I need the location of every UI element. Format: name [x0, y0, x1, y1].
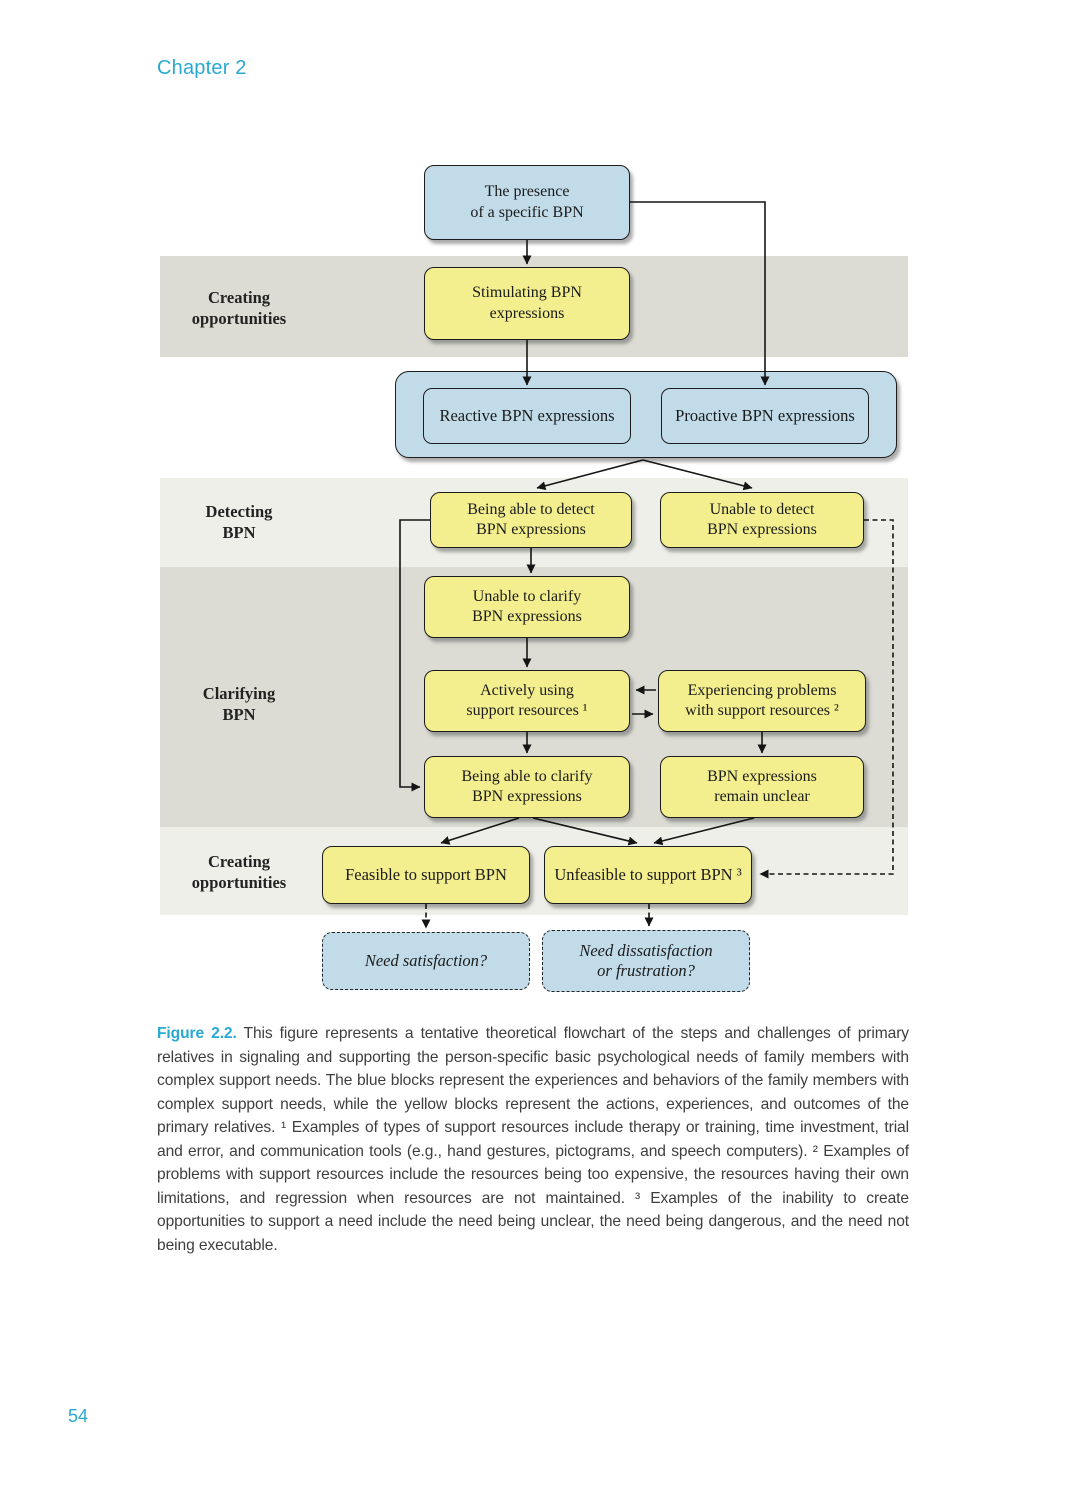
band-label-detecting-bpn: Detecting BPN	[205, 502, 273, 542]
node-actively-using-support-resources: Actively using support resources ¹	[424, 670, 630, 732]
node-stimulating-bpn-expressions: Stimulating BPN expressions	[424, 267, 630, 340]
node-bpn-expressions-remain-unclear: BPN expressions remain unclear	[660, 756, 864, 818]
node-unfeasible-to-support-bpn: Unfeasible to support BPN ³	[544, 846, 752, 904]
node-being-able-to-clarify: Being able to clarify BPN expressions	[424, 756, 630, 818]
node-reactive-bpn-expressions: Reactive BPN expressions	[423, 388, 631, 444]
page-number: 54	[68, 1406, 89, 1426]
node-being-able-to-detect: Being able to detect BPN expressions	[430, 492, 632, 548]
figure-caption: Figure 2.2. This figure represents a ten…	[157, 1022, 909, 1257]
node-unable-to-detect: Unable to detect BPN expressions	[660, 492, 864, 548]
node-feasible-to-support-bpn: Feasible to support BPN	[322, 846, 530, 904]
node-experiencing-problems-support-resources: Experiencing problems with support resou…	[658, 670, 866, 732]
node-presence-of-specific-bpn: The presence of a specific BPN	[424, 165, 630, 240]
node-proactive-bpn-expressions: Proactive BPN expressions	[661, 388, 869, 444]
band-label-creating-opportunities-bottom: Creating opportunities	[191, 852, 287, 892]
band-label-clarifying-bpn: Clarifying BPN	[202, 684, 276, 724]
band-label-creating-opportunities-top: Creating opportunities	[191, 288, 287, 328]
node-need-dissatisfaction-frustration: Need dissatisfaction or frustration?	[542, 930, 750, 992]
flowchart-figure: Creating opportunities Detecting BPN Cla…	[160, 165, 908, 992]
figure-caption-text: This figure represents a tentative theor…	[157, 1025, 909, 1254]
figure-caption-label: Figure 2.2.	[157, 1025, 237, 1042]
node-need-satisfaction: Need satisfaction?	[322, 932, 530, 990]
chapter-heading: Chapter 2	[157, 57, 247, 79]
node-unable-to-clarify: Unable to clarify BPN expressions	[424, 576, 630, 638]
